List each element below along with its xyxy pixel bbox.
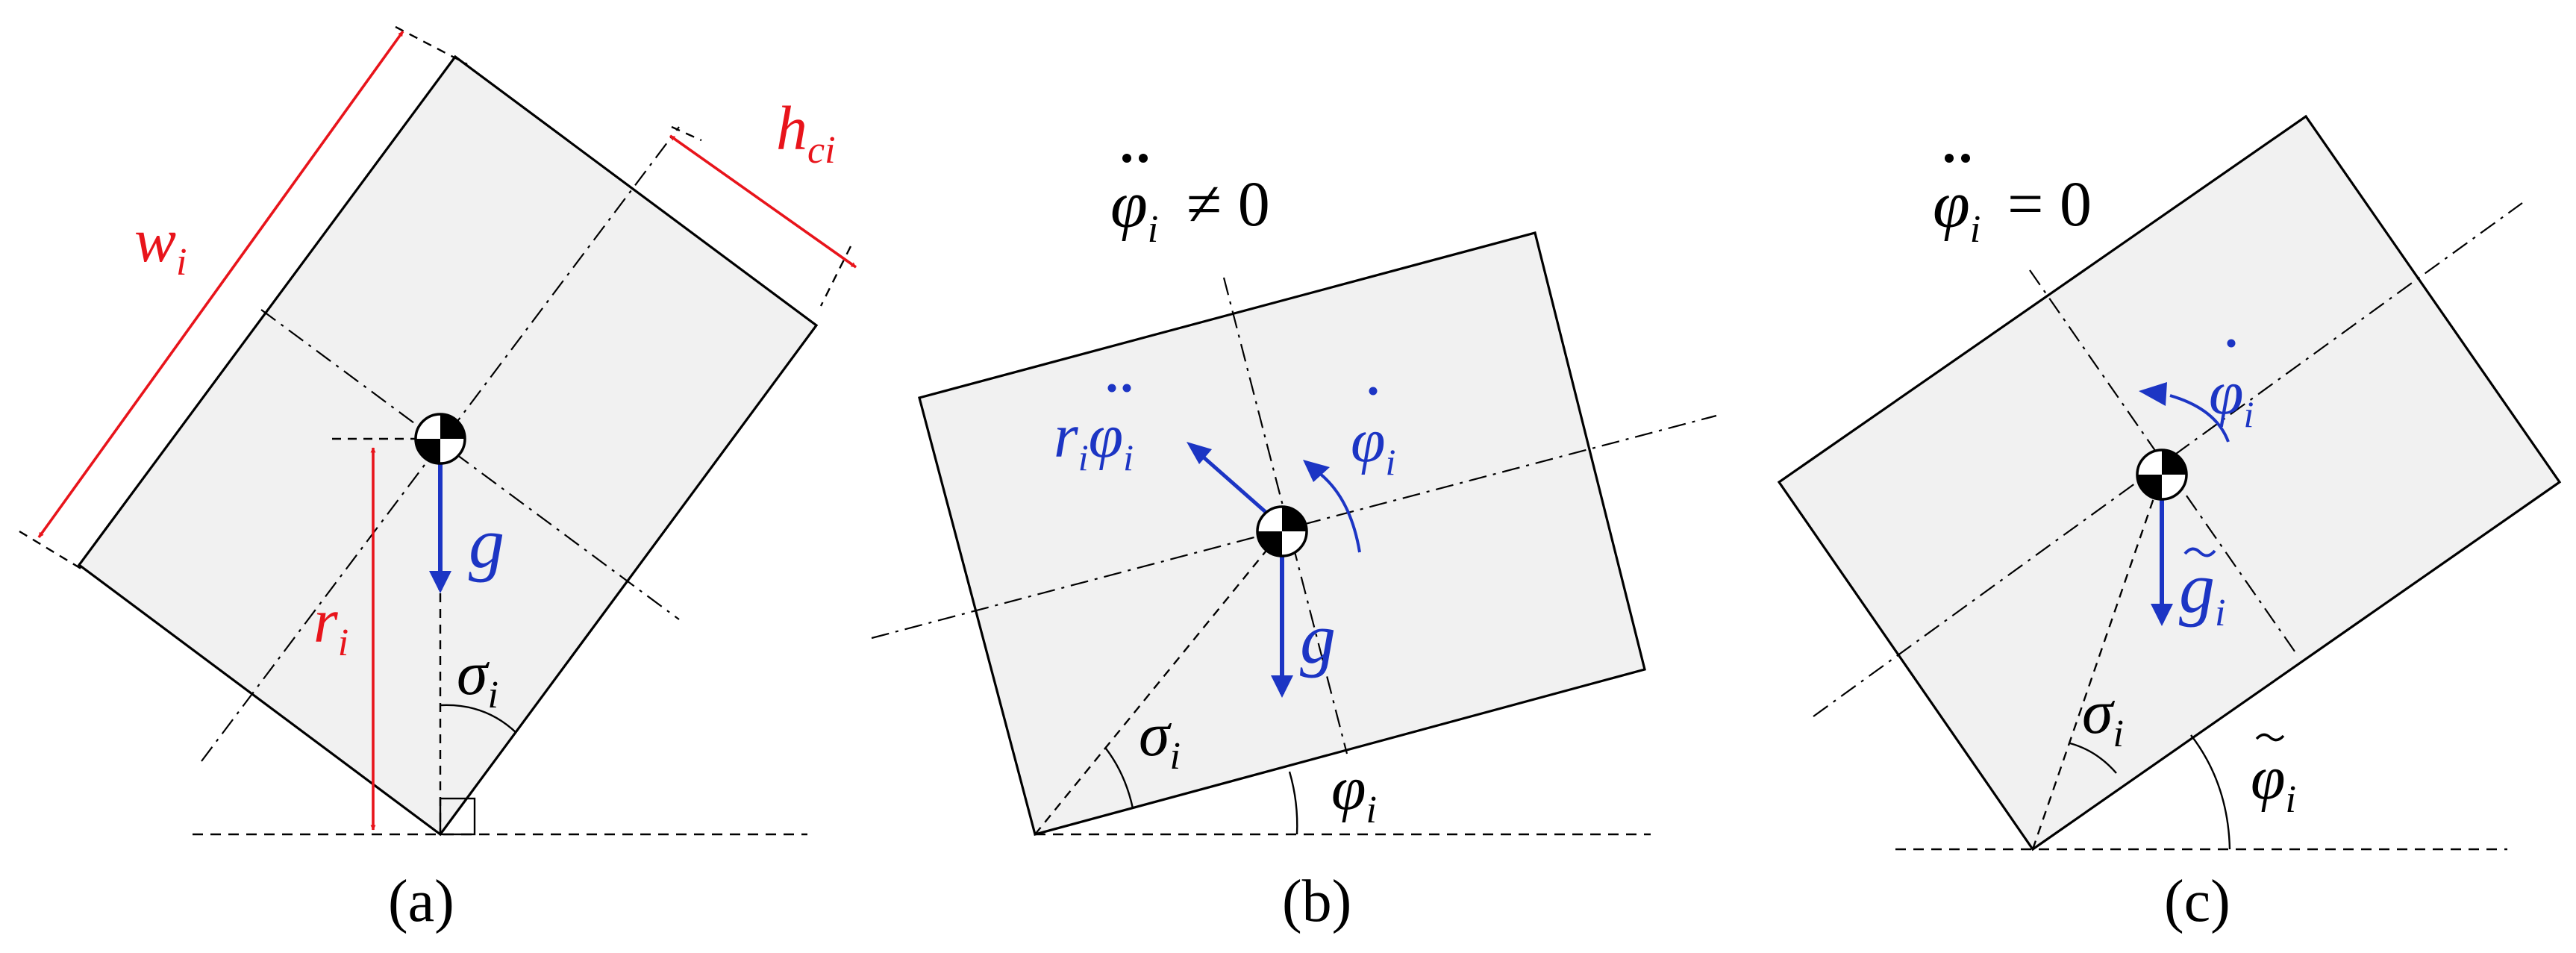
svg-text:φi: φi: [1933, 168, 1981, 251]
tangential-r-subscript: i: [1078, 437, 1089, 478]
svg-text:φi: φi: [1331, 754, 1377, 831]
radius-subscript: i: [338, 622, 348, 664]
hc-dimension: [669, 134, 857, 269]
panel-c: φi = 0 φi gi σi φi (c): [1777, 114, 2562, 934]
sigma-arc-c: [2069, 742, 2117, 774]
sigma-subscript-b: i: [1169, 735, 1180, 778]
width-dimension: [37, 30, 404, 539]
angular-rate-label-c: φi: [2209, 339, 2254, 435]
sigma-arc-b: [1105, 748, 1134, 809]
svg-text:wi: wi: [134, 206, 187, 284]
svg-text:φi: φi: [2251, 743, 2296, 821]
sigma-subscript-c: i: [2113, 713, 2123, 755]
sigma-arc-a: [440, 704, 517, 734]
angular-rate-arrow-c: [2169, 394, 2230, 443]
svg-text:hci: hci: [776, 94, 836, 172]
tilt-subscript-b: i: [1366, 789, 1376, 831]
condition-symbol-b: φ: [1110, 168, 1148, 242]
tangential-accel-label: riφi: [1054, 384, 1134, 478]
gravity-subscript-c: i: [2215, 592, 2225, 634]
center-of-gravity-icon: [1256, 505, 1308, 557]
width-subscript: i: [176, 241, 187, 284]
condition-relation-b: ≠ 0: [1187, 168, 1270, 240]
svg-text:σi: σi: [457, 639, 498, 716]
pivot-to-cg-c: [2031, 474, 2163, 850]
condition-subscript-c: i: [1970, 208, 1981, 251]
tangential-accel-arrow: [1201, 455, 1274, 519]
gravity-label-b: g: [1300, 599, 1336, 678]
rate-symbol-b: φ: [1351, 406, 1385, 475]
gravity-symbol-c: g: [2179, 548, 2215, 628]
tilt-arc-b: [1288, 771, 1298, 835]
panel-a: wi hci ri g σi (a): [19, 25, 857, 934]
svg-text:riφi: riφi: [1054, 401, 1134, 478]
caption-b: (b): [1282, 869, 1351, 934]
sigma-label-c: σ: [2082, 678, 2116, 747]
caption-a: (a): [388, 869, 454, 934]
rate-symbol-c: φ: [2209, 358, 2243, 428]
angular-rate-head-b: [1303, 460, 1330, 482]
rate-subscript-b: i: [1385, 441, 1395, 483]
caption-c: (c): [2164, 869, 2230, 934]
tangential-r-label: r: [1054, 401, 1078, 471]
tangential-accel-head: [1187, 442, 1212, 464]
svg-text:φi: φi: [1351, 406, 1395, 483]
sigma-subscript-a: i: [487, 674, 498, 716]
ext-w-top: [395, 25, 468, 66]
svg-text:σi: σi: [1139, 700, 1181, 778]
angular-rate-head-c: [2139, 382, 2167, 406]
gravity-label-a: g: [469, 503, 504, 583]
condition-relation-c: = 0: [2007, 168, 2092, 240]
center-of-gravity-icon: [414, 413, 466, 465]
condition-label-c: φi = 0: [1933, 154, 2092, 251]
panel-b: φi ≠ 0 riφi φi g σi φi (b): [871, 154, 1717, 934]
sigma-label-a: σ: [457, 639, 490, 708]
condition-label-b: φi ≠ 0: [1110, 154, 1270, 251]
hc-subscript: ci: [807, 129, 836, 172]
condition-symbol-c: φ: [1933, 168, 1970, 242]
svg-text:ri: ri: [313, 587, 348, 664]
sigma-label-b: σ: [1139, 700, 1172, 769]
rate-subscript-c: i: [2243, 393, 2254, 435]
centerline-long-a: [201, 126, 680, 762]
svg-text:φi: φi: [2209, 358, 2254, 435]
angular-rate-arrow-b: [1318, 472, 1361, 553]
ext-h-left: [671, 125, 702, 142]
angular-rate-label-b: φi: [1351, 387, 1395, 483]
ext-h-right: [819, 246, 852, 307]
condition-subscript-b: i: [1148, 208, 1158, 251]
tilt-arc-c: [2190, 734, 2231, 850]
radius-label: r: [313, 587, 338, 656]
width-label: w: [134, 206, 176, 275]
svg-text:gi: gi: [2179, 548, 2225, 634]
svg-text:σi: σi: [2082, 678, 2124, 755]
svg-text:φi: φi: [1110, 168, 1158, 251]
tilt-subscript-c: i: [2285, 778, 2295, 821]
tilt-label-c: φi: [2251, 733, 2296, 821]
tilt-symbol-c: φ: [2251, 743, 2285, 813]
center-of-gravity-icon: [2136, 449, 2188, 501]
gravity-label-c: gi: [2179, 547, 2225, 634]
tangential-phi-label: φ: [1089, 401, 1123, 471]
centerline-short-c: [2029, 269, 2299, 657]
tangential-phi-subscript: i: [1123, 437, 1134, 478]
hc-label: h: [776, 94, 807, 163]
right-angle-mark: [439, 797, 476, 836]
pivot-to-cg-b: [1034, 531, 1283, 835]
tilt-label-b: φ: [1331, 754, 1366, 823]
ext-w-bottom: [19, 530, 84, 572]
